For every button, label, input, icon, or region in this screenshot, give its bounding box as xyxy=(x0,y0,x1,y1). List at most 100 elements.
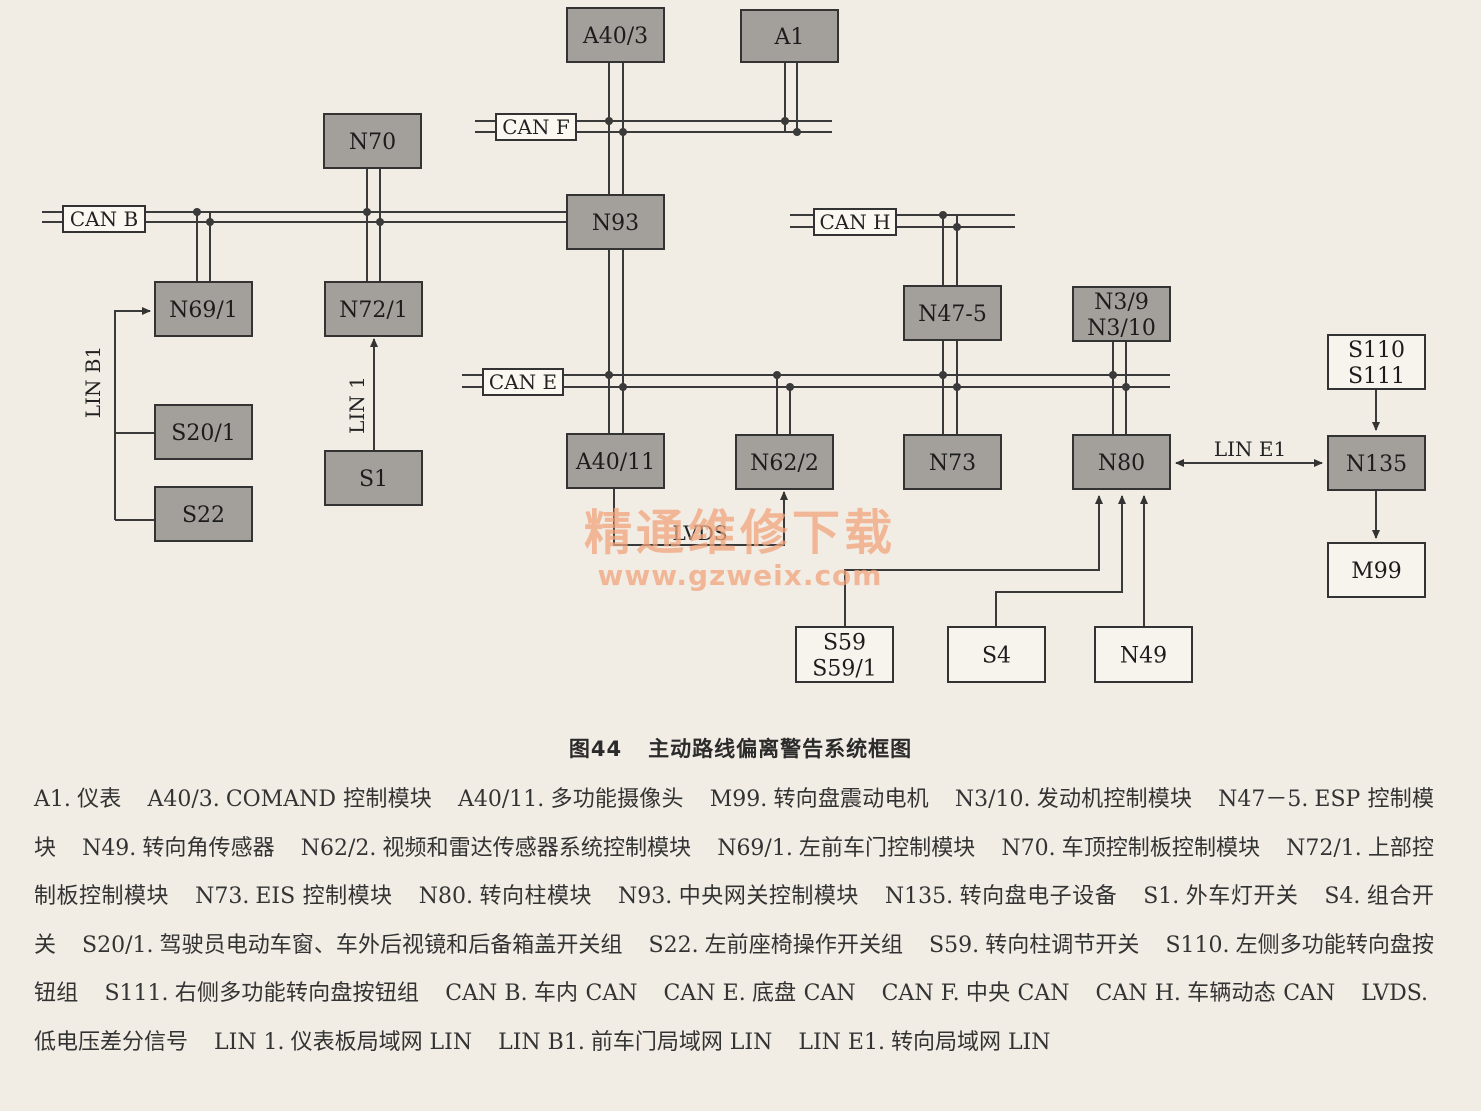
legend-code: CAN B. xyxy=(445,981,528,1006)
legend-desc: 仪表板局域网 LIN xyxy=(290,1029,473,1055)
legend-code: CAN E. xyxy=(663,981,746,1006)
legend-desc: ESP 控制模块 xyxy=(34,787,1434,861)
lin-b1-line xyxy=(114,307,151,520)
module-box xyxy=(324,450,423,506)
legend-desc: 底盘 CAN xyxy=(751,981,856,1006)
bus-junction-dot xyxy=(773,371,781,379)
legend-item: A40/11.多功能摄像头 xyxy=(458,787,684,812)
module-label: A1 xyxy=(774,25,805,50)
module-label: M99 xyxy=(1351,559,1402,584)
legend-desc: 车顶控制板控制模块 xyxy=(1061,835,1261,861)
figure-number: 图44 xyxy=(568,737,623,761)
legend-item: CAN H.车辆动态 CAN xyxy=(1096,981,1336,1006)
module-n73: N73 xyxy=(903,434,1002,490)
bus-junction-dot xyxy=(605,371,613,379)
bus-label-text: CAN H xyxy=(819,210,890,234)
module-box xyxy=(903,285,1002,341)
legend-code: LVDS. xyxy=(1361,981,1429,1006)
legend-item: LIN 1.仪表板局域网 LIN xyxy=(214,1030,472,1055)
module-box xyxy=(1327,435,1426,491)
module-label: S22 xyxy=(182,503,225,528)
legend-code: N135. xyxy=(884,884,954,909)
legend-item: N47－5.ESP 控制模块 xyxy=(34,787,1434,861)
figure-title: 主动路线偏离警告系统框图 xyxy=(648,737,913,761)
module-box xyxy=(154,281,253,337)
legend-desc: 转向盘电子设备 xyxy=(959,884,1118,909)
figure-caption: 图44 主动路线偏离警告系统框图 xyxy=(0,733,1481,763)
legend-code: LIN E1. xyxy=(798,1029,885,1055)
module-box xyxy=(740,9,839,63)
legend-desc: 仪表 xyxy=(76,787,122,812)
module-box xyxy=(324,281,423,337)
bus-junction-dot xyxy=(786,383,794,391)
legend-desc: 转向柱调节开关 xyxy=(985,932,1140,958)
legend-item: N3/10.发动机控制模块 xyxy=(955,787,1192,812)
bus-label-can-h: CAN H xyxy=(813,208,897,236)
legend-code: N80. xyxy=(418,884,473,909)
legend-desc: 外车灯开关 xyxy=(1185,884,1299,909)
module-n80: N80 xyxy=(1072,434,1171,490)
legend-desc: 左前车门控制模块 xyxy=(798,835,976,861)
legend-code: LIN 1. xyxy=(214,1029,285,1055)
module-n69-1: N69/1 xyxy=(154,281,253,337)
legend-code: S4. xyxy=(1324,884,1361,909)
module-n47-5: N47-5 xyxy=(903,285,1002,341)
legend-item: N69/1.左前车门控制模块 xyxy=(717,836,975,861)
legend-item: N80.转向柱模块 xyxy=(419,884,592,909)
legend-code: N72/1. xyxy=(1286,835,1362,861)
link-label-lin-e1: LIN E1 xyxy=(1214,437,1286,461)
bus-junction-dot xyxy=(939,211,947,219)
legend-desc: 车辆动态 CAN xyxy=(1186,981,1336,1006)
s4-n80-arrow xyxy=(995,495,1126,627)
module-box xyxy=(903,434,1002,490)
legend-desc: 驾驶员电动车窗、车外后视镜和后备箱盖开关组 xyxy=(159,932,623,958)
module-s1: S1 xyxy=(324,450,423,506)
bus-junction-dot xyxy=(953,383,961,391)
legend-code: N3/10. xyxy=(954,787,1031,812)
bus-junction-dot xyxy=(619,128,627,136)
legend-code: S110. xyxy=(1165,932,1230,958)
s59-n80-arrow xyxy=(844,495,1103,627)
module-label: S1 xyxy=(359,467,388,492)
legend-code: N62/2. xyxy=(300,835,377,861)
module-n72-1: N72/1 xyxy=(324,281,423,337)
module-label: N70 xyxy=(349,130,396,155)
bus-junction-dot xyxy=(193,208,201,216)
legend-item: N135.转向盘电子设备 xyxy=(885,884,1117,909)
module-box xyxy=(323,113,422,169)
legend-item: S59.转向柱调节开关 xyxy=(929,933,1139,958)
legend-code: LIN B1. xyxy=(498,1029,585,1055)
legend-code: CAN F. xyxy=(881,981,960,1006)
legend-code: CAN H. xyxy=(1095,981,1181,1006)
legend-desc: 转向局域网 LIN xyxy=(890,1029,1051,1055)
legend-code: N70. xyxy=(1001,835,1056,861)
module-n62-2: N62/2 xyxy=(735,434,834,490)
module-label: N69/1 xyxy=(169,298,238,323)
module-label: S20/1 xyxy=(171,421,235,446)
legend-code: S59. xyxy=(929,932,980,958)
module-s22: S22 xyxy=(154,486,253,542)
legend-desc: 视频和雷达传感器系统控制模块 xyxy=(382,835,692,861)
legend-code: N49. xyxy=(82,835,137,861)
module-box xyxy=(1094,626,1193,683)
legend-desc: 中央网关控制模块 xyxy=(678,884,859,909)
bus-label-box xyxy=(495,113,577,141)
legend-item: S111.右侧多功能转向盘按钮组 xyxy=(104,981,419,1006)
legend-code: A40/3. xyxy=(147,787,220,812)
legend-desc: 中央 CAN xyxy=(965,981,1070,1006)
module-label: N135 xyxy=(1346,452,1407,477)
module-box xyxy=(947,626,1046,683)
module-box xyxy=(566,194,665,250)
legend-desc: COMAND 控制模块 xyxy=(225,787,432,812)
bus-label-box xyxy=(482,368,564,396)
module-a1: A1 xyxy=(740,9,839,63)
legend-item: S20/1.驾驶员电动车窗、车外后视镜和后备箱盖开关组 xyxy=(82,933,622,958)
module-box xyxy=(566,433,665,489)
bus-junction-dot xyxy=(939,371,947,379)
legend-desc: 车内 CAN xyxy=(533,981,638,1006)
